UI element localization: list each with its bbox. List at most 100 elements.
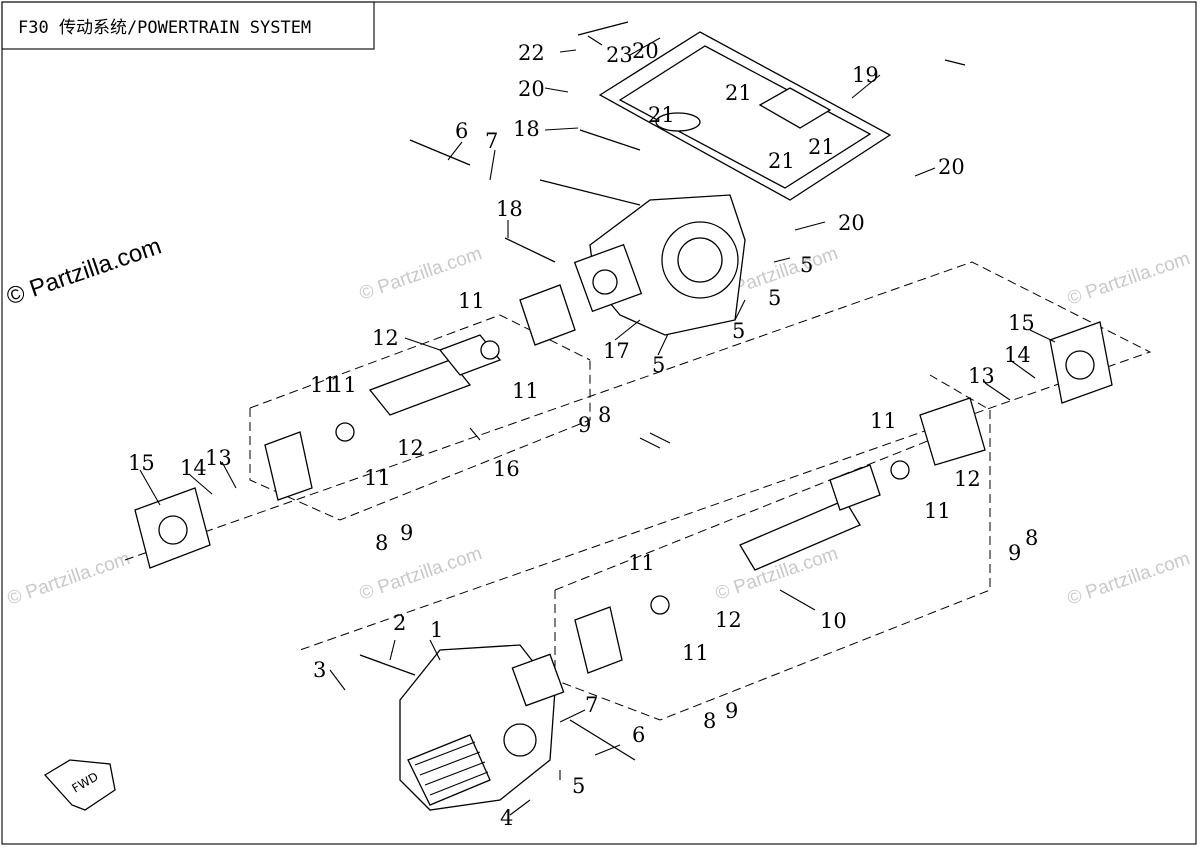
callout-label: 18 — [513, 117, 540, 141]
front-diff-flange — [511, 653, 565, 707]
u-joint — [480, 340, 500, 360]
callout-label: 7 — [485, 129, 498, 153]
watermark: © Partzilla.com — [5, 548, 133, 610]
shaft-16-outline-top — [249, 314, 591, 409]
callout-label: 13 — [968, 364, 995, 388]
callout-label: 6 — [455, 119, 468, 143]
callout-label: 8 — [375, 531, 388, 555]
u-joints — [335, 340, 910, 615]
callout-label: 9 — [725, 699, 738, 723]
front-diff-output — [503, 723, 537, 757]
bolt-18-a — [539, 179, 641, 206]
callout-label: 20 — [518, 77, 545, 101]
callout-label: 5 — [800, 253, 813, 277]
callout-label: 21 — [808, 135, 835, 159]
callout-label: 11 — [870, 409, 897, 433]
drive-shaft-10 — [574, 321, 1113, 674]
callout-label: 21 — [768, 149, 795, 173]
skid-plate-hole — [655, 112, 701, 132]
drive-shaft-16 — [134, 284, 576, 569]
callout-label: 13 — [205, 446, 232, 470]
u-joint — [650, 595, 670, 615]
bolt-18-b — [579, 129, 641, 151]
pin-23-rod — [577, 21, 629, 36]
callout-label: 11 — [310, 373, 337, 397]
callout-label: 23 — [606, 43, 633, 67]
bolt-18-c — [504, 237, 556, 263]
front-diff-cover — [407, 734, 491, 806]
callout-label: 11 — [924, 499, 951, 523]
rear-gearbox-output — [592, 269, 618, 295]
callout-label: 7 — [585, 693, 598, 717]
rear-gearbox — [573, 194, 746, 336]
callout-label: 1 — [430, 618, 443, 642]
drawing-title: F30 传动系统/POWERTRAIN SYSTEM — [18, 18, 311, 38]
callout-label: 20 — [938, 155, 965, 179]
shaft-10-coupling — [919, 397, 986, 466]
callout-label: 12 — [715, 608, 742, 632]
callout-label: 5 — [572, 774, 585, 798]
callout-label: 18 — [496, 197, 523, 221]
callout-label: 15 — [1008, 311, 1035, 335]
skid-plate — [598, 31, 892, 201]
callout-label: 5 — [732, 319, 745, 343]
watermark: © Partzilla.com — [1065, 548, 1193, 610]
shaft-10-outline-top — [554, 439, 931, 591]
skid-plate-inner — [618, 45, 872, 189]
front-shaft-outline — [124, 261, 1152, 651]
callout-label: 9 — [1008, 541, 1021, 565]
skid-plate-cutout — [758, 87, 832, 129]
callout-label: 8 — [703, 709, 716, 733]
callout-label: 20 — [632, 39, 659, 63]
rod-6-top — [409, 139, 471, 166]
bolt-2 — [359, 654, 416, 676]
callout-label: 15 — [128, 451, 155, 475]
callout-label: 8 — [598, 403, 611, 427]
fasteners — [359, 21, 966, 761]
shaft-16-flange — [264, 431, 313, 501]
callout-label: 11 — [458, 289, 485, 313]
title-box — [1, 1, 375, 50]
pin-23 — [944, 59, 966, 66]
callout-label: 3 — [313, 658, 326, 682]
front-differential — [399, 644, 565, 811]
callout-label: 21 — [648, 103, 675, 127]
callout-label: 9 — [400, 521, 413, 545]
assembly-outlines — [124, 261, 1152, 721]
watermark-main: © Partzilla.com — [3, 232, 165, 310]
callout-label: 11 — [512, 379, 539, 403]
shaft-10-flange — [574, 606, 623, 674]
callout-label: 4 — [500, 806, 513, 830]
shaft-16-outline — [249, 360, 591, 521]
callout-label: 16 — [493, 457, 520, 481]
callout-labels: 1 2 3 4 5 5 5 5 5 6 6 7 7 8 8 8 8 9 9 9 … — [128, 39, 1038, 830]
u-joint — [335, 422, 355, 442]
rear-gearbox-bore — [677, 237, 723, 283]
callout-label: 8 — [1025, 526, 1038, 550]
flange-15-right-hub — [1065, 350, 1095, 380]
callout-label: 2 — [393, 611, 406, 635]
shaft-10-yoke — [829, 464, 881, 511]
leader-lines — [139, 35, 1056, 816]
callout-label: 6 — [632, 723, 645, 747]
callout-label: 17 — [603, 339, 630, 363]
callout-label: 14 — [1004, 343, 1031, 367]
callout-label: 21 — [725, 81, 752, 105]
fwd-arrow-shape — [43, 759, 116, 811]
rod-6-bottom — [569, 719, 636, 761]
callout-label: 10 — [820, 609, 847, 633]
shaft-16-coupling — [519, 284, 576, 346]
callout-label: 14 — [180, 456, 207, 480]
watermark: © Partzilla.com — [1065, 248, 1193, 310]
flange-15-left-hub — [158, 515, 188, 545]
shaft-10-tube — [739, 499, 861, 571]
callout-label: 11 — [330, 373, 357, 397]
callout-label: 11 — [364, 466, 391, 490]
callout-label: 12 — [954, 467, 981, 491]
callout-label: 19 — [852, 63, 879, 87]
callout-label: 12 — [372, 326, 399, 350]
callout-label: 5 — [768, 286, 781, 310]
